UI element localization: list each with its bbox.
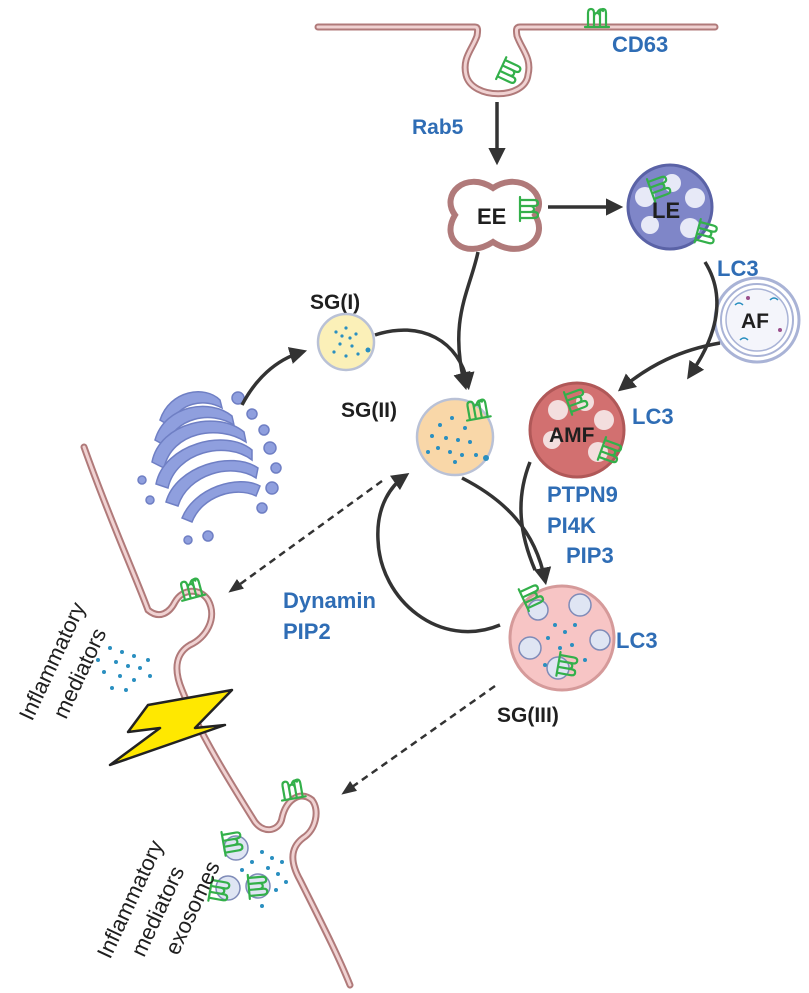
label-pip2: PIP2 [283, 619, 331, 644]
late-endosome [626, 163, 720, 251]
label-af: AF [741, 310, 769, 333]
line-amf-down [519, 461, 537, 571]
secretory-granule-sg1 [316, 312, 376, 372]
label-ptpn9: PTPN9 [547, 482, 618, 507]
arrow-golgi-to-sg1 [240, 347, 308, 406]
released-mediators-dots [96, 646, 152, 692]
label-le: LE [652, 198, 680, 223]
label-group-inflammatory-mediators-2: Inflammatory mediators exosomes [92, 836, 225, 962]
label-rab5: Rab5 [412, 116, 464, 139]
amphisome-amf [528, 381, 626, 479]
left-plasma-membrane [80, 443, 354, 989]
lightning-icon [108, 688, 234, 767]
exosomes-cluster [207, 827, 288, 908]
top-plasma-membrane [314, 23, 719, 98]
label-pip3: PIP3 [566, 543, 614, 568]
label-sg1: SG(I) [310, 291, 360, 314]
label-lc3-sg3: LC3 [616, 628, 658, 653]
golgi-icon [137, 391, 282, 545]
label-group-inflammatory-mediators-1: Inflammatory mediators [14, 598, 111, 724]
label-dynamin: Dynamin [283, 588, 376, 613]
dashed-arrow-sg3-secretion [341, 684, 496, 795]
arrow-sg1-to-sg2 [374, 328, 475, 391]
cd63-protein-icon [495, 7, 611, 88]
arrow-af-to-amf [617, 341, 721, 392]
label-pi4k: PI4K [547, 513, 596, 538]
arrow-le-to-amf [687, 261, 719, 380]
label-sg3: SG(III) [497, 704, 559, 727]
arrow-sg3-to-sg2 [376, 473, 501, 634]
secretory-granule-sg2 [415, 397, 495, 477]
dashed-arrow-sg2-secretion [228, 479, 383, 593]
label-lc3-amf: LC3 [632, 404, 674, 429]
early-endosome [447, 178, 542, 252]
label-ee: EE [477, 204, 506, 229]
label-amf: AMF [549, 424, 595, 447]
label-cd63: CD63 [612, 32, 668, 57]
arrow-sg2-to-sg3 [461, 476, 552, 586]
label-sg2: SG(II) [341, 399, 397, 422]
secretory-granule-sg3 [508, 580, 616, 692]
